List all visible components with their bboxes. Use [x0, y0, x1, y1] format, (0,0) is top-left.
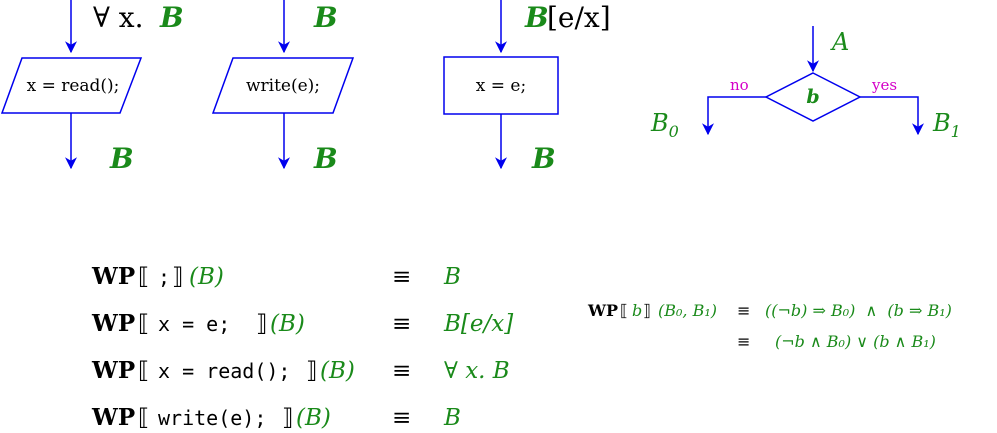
assign-pre-subst: [e/x] — [547, 1, 611, 34]
cond-args: (B₀, B₁) — [658, 301, 717, 320]
cond-out-no-var: B0 — [650, 109, 679, 141]
cond-test: b — [632, 301, 642, 320]
wp-code: x = read(); — [158, 359, 290, 383]
assign-box — [443, 56, 559, 115]
wp-rhs: ∀ x. B — [444, 358, 510, 384]
cond-test-label: b — [806, 86, 819, 108]
wp-keyword: WP — [91, 263, 135, 290]
right-bracket: ⟧ — [256, 311, 267, 337]
wp-keyword: WP — [91, 404, 135, 431]
equiv-sign: ≡ — [392, 264, 411, 290]
wp-cond-rule: WP ⟦ b ⟧ (B₀, B₁) ≡ ((¬b) ⇒ B₀) ∧ (b ⇒ B… — [587, 301, 952, 351]
equiv-sign: ≡ — [392, 358, 411, 384]
right-bracket: ⟧ — [172, 264, 183, 290]
write-post-var: B — [313, 142, 338, 175]
cond-out-yes-var: B1 — [932, 109, 961, 141]
assign-node: B [e/x] x = e; B — [443, 0, 611, 175]
equiv-sign-2: ≡ — [737, 332, 750, 351]
cond-diamond — [764, 72, 862, 122]
left-bracket: ⟦ — [138, 311, 149, 337]
wp-keyword: WP — [587, 301, 618, 320]
wp-rule-empty: WP ⟦ ; ⟧ (B) ≡ B — [91, 263, 461, 290]
cond-rhs-1: ((¬b) ⇒ B₀) ∧ (b ⇒ B₁) — [765, 301, 952, 320]
read-node: ∀ x. B x = read(); B — [0, 0, 184, 175]
read-pre-var: B — [159, 1, 184, 34]
left-bracket: ⟦ — [138, 405, 149, 431]
wp-code: write(e); — [158, 406, 266, 430]
cond-no-arrow — [702, 96, 766, 136]
left-bracket: ⟦ — [138, 264, 149, 290]
right-bracket: ⟧ — [306, 358, 317, 384]
read-post-var: B — [109, 142, 134, 175]
wp-arg: (B) — [296, 405, 331, 431]
equiv-sign: ≡ — [392, 405, 411, 431]
wp-rhs: B[e/x] — [443, 311, 513, 337]
left-bracket: ⟦ — [620, 301, 628, 320]
assign-post-var: B — [531, 142, 556, 175]
right-bracket: ⟧ — [282, 405, 293, 431]
wp-rhs: B — [443, 405, 461, 431]
wp-arg: (B) — [320, 358, 355, 384]
equiv-sign-1: ≡ — [737, 301, 750, 320]
write-pre-var: B — [313, 1, 338, 34]
wp-keyword: WP — [91, 310, 135, 337]
cond-rhs-2: (¬b ∧ B₀) ∨ (b ∧ B₁) — [775, 332, 936, 351]
read-box-label: x = read(); — [27, 76, 120, 96]
wp-arg: (B) — [189, 264, 224, 290]
wp-rule-read: WP ⟦ x = read(); ⟧ (B) ≡ ∀ x. B — [91, 357, 510, 384]
read-parallelogram — [0, 57, 143, 114]
wp-rule-assign: WP ⟦ x = e; ⟧ (B) ≡ B[e/x] — [91, 310, 513, 337]
cond-yes-arrow — [860, 96, 924, 136]
wp-code: x = e; — [158, 312, 230, 336]
cond-no-label: no — [730, 76, 749, 94]
cond-pre-var: A — [830, 28, 849, 56]
wp-keyword: WP — [91, 357, 135, 384]
equiv-sign: ≡ — [392, 311, 411, 337]
left-bracket: ⟦ — [138, 358, 149, 384]
cond-yes-label: yes — [871, 76, 897, 94]
assign-box-label: x = e; — [476, 76, 526, 96]
wp-rhs: B — [443, 264, 461, 290]
write-box-label: write(e); — [246, 76, 320, 96]
write-parallelogram — [211, 57, 355, 114]
assign-pre-var: B — [524, 1, 549, 34]
write-node: B write(e); B — [211, 0, 355, 175]
wp-arg: (B) — [270, 311, 305, 337]
wp-rule-write: WP ⟦ write(e); ⟧ (B) ≡ B — [91, 404, 461, 431]
cond-node: A b no yes B0 B1 — [650, 26, 961, 141]
read-pre-label: ∀ x. — [93, 1, 144, 34]
wp-code: ; — [158, 265, 170, 289]
right-bracket: ⟧ — [643, 301, 651, 320]
wp-rules: WP ⟦ ; ⟧ (B) ≡ B WP ⟦ x = e; ⟧ (B) ≡ B[e… — [91, 263, 513, 431]
